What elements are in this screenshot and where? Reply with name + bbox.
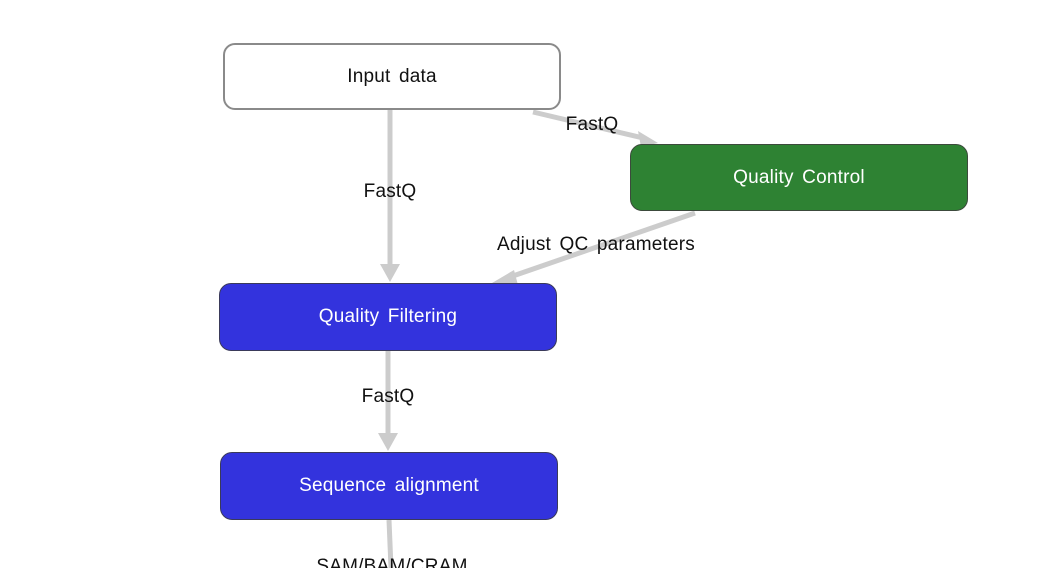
node-quality-filtering[interactable]: Quality Filtering bbox=[219, 283, 557, 351]
node-input-data[interactable]: Input data bbox=[223, 43, 561, 110]
edge-align-out-line bbox=[386, 519, 394, 568]
edge-qc-to-filter-line bbox=[509, 210, 696, 280]
node-quality-control[interactable]: Quality Control bbox=[630, 144, 968, 211]
edge-input-to-filter-arrowhead bbox=[380, 264, 400, 282]
edge-input-to-filter-label: FastQ bbox=[363, 181, 417, 202]
node-sequence-alignment[interactable]: Sequence alignment bbox=[220, 452, 558, 520]
edge-input-to-qc-arrowhead bbox=[638, 131, 658, 147]
edge-filter-to-align-label: FastQ bbox=[361, 386, 415, 407]
edge-input-to-qc-line bbox=[532, 109, 644, 141]
edge-filter-to-align-arrowhead bbox=[378, 433, 398, 451]
edge-input-to-qc-label: FastQ bbox=[565, 114, 619, 135]
edge-qc-to-filter-label: Adjust QC parameters bbox=[497, 234, 695, 255]
edge-qc-to-filter-arrowhead bbox=[492, 270, 518, 285]
node-sequence-alignment-label: Sequence alignment bbox=[299, 475, 479, 496]
node-input-data-label: Input data bbox=[347, 65, 437, 87]
edge-align-out-label: SAM/BAM/CRAM bbox=[316, 556, 468, 568]
node-quality-control-label: Quality Control bbox=[733, 166, 865, 188]
node-quality-filtering-label: Quality Filtering bbox=[318, 306, 458, 327]
